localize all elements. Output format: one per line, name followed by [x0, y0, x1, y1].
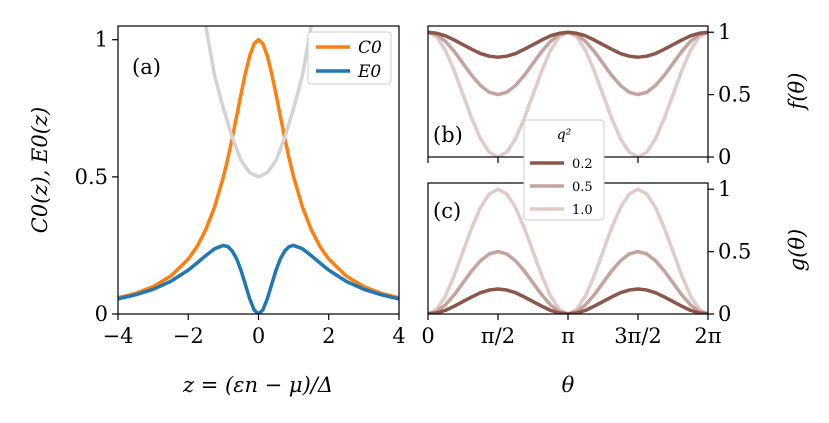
panel-a-legend: C0 E0: [307, 31, 392, 85]
panel-a-label: (a): [132, 55, 161, 79]
q2-legend: q² 0.2 0.5 1.0: [523, 119, 605, 221]
panel-b-ytick-label: 1: [718, 20, 731, 44]
panel-c-series-0-2: [428, 287, 708, 314]
panel-c-xtick-label: 2π: [694, 324, 721, 348]
panel-a-xtick-label: −4: [103, 324, 134, 348]
panel-b-ytick-label: 0.5: [718, 83, 751, 107]
panel-c-series-0-5: [428, 249, 708, 314]
panel-c-ylabel: g(θ): [785, 229, 809, 271]
panel-a-series-c0: [118, 37, 399, 300]
panel-a-series-curve-2: [204, 26, 313, 179]
panel-c-xtick-label: π: [561, 324, 575, 348]
panel-a-series-e0: [118, 243, 399, 314]
panel-a-xlabel: z = (εn − μ)/Δ: [182, 373, 333, 397]
panel-c-xlabel: θ: [562, 373, 575, 397]
panel-a-xtick-label: 0: [252, 324, 265, 348]
legend-label-e0: E0: [357, 62, 381, 82]
legend-label-q2-1-0: 1.0: [572, 203, 593, 218]
panel-b-label: (b): [433, 123, 463, 147]
legend-label-q2-0-2: 0.2: [572, 157, 593, 172]
panel-c-ytick-label: 0.5: [718, 240, 751, 264]
panel-b-ytick-label: 0: [718, 145, 731, 169]
panel-a: 0 0.5 1 −4 −2 0 2 4 (a) C0 E0 z = (εn − μ)/Δ C0…: [28, 25, 406, 397]
panel-a-ytick-label: 0.5: [75, 165, 108, 189]
panel-a-ylabel: C0(z), E0(z): [28, 107, 52, 233]
panel-a-ytick-label: 0: [95, 302, 108, 326]
panel-c-ytick-label: 0: [718, 302, 731, 326]
panel-a-xtick-label: 4: [392, 324, 405, 348]
panel-c-xtick-label: 3π/2: [614, 324, 662, 348]
panel-a-xtick-label: −2: [173, 324, 204, 348]
panel-c-ytick-label: 1: [718, 177, 731, 201]
panel-b: 0 0.5 1 (b) f(θ): [427, 20, 809, 169]
panel-c: 0 0.5 1 0 π/2 π 3π/2 2π (c) θ g(θ): [421, 177, 809, 397]
panel-c-xtick-label: π/2: [481, 324, 515, 348]
panel-c-label: (c): [433, 199, 461, 223]
panel-c-xtick-label: 0: [421, 324, 434, 348]
legend-label-q2-0-5: 0.5: [572, 180, 593, 195]
panel-a-xtick-label: 2: [322, 324, 335, 348]
panel-c-series-1-0: [428, 187, 708, 314]
panel-b-ylabel: f(θ): [785, 73, 809, 112]
panel-b-series-0-2: [428, 30, 708, 59]
legend-label-c0: C0: [358, 38, 382, 58]
panel-a-ytick-label: 1: [95, 28, 108, 52]
panel-b-series-0-5: [428, 30, 708, 97]
q2-legend-title: q²: [557, 127, 572, 143]
